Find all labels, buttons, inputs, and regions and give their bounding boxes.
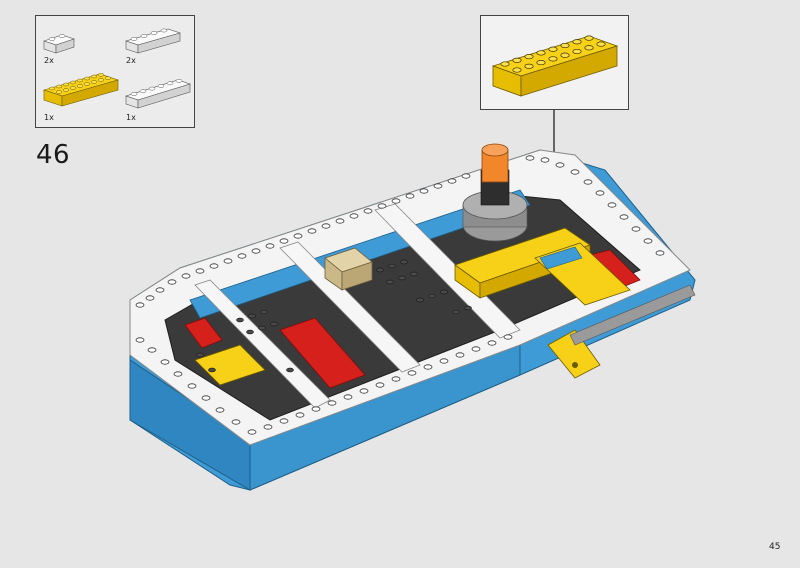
white-brick-1x2-icon	[43, 34, 75, 54]
floor-studs	[196, 259, 472, 373]
yellow-lever	[547, 329, 601, 379]
yellow-brick-callout-icon	[491, 35, 619, 97]
red-brick	[184, 317, 223, 349]
callout-box	[480, 15, 629, 110]
red-brick	[279, 317, 366, 389]
parts-list-box: 2x 2x 1x	[35, 15, 195, 128]
white-brick-1x6-icon	[125, 78, 191, 109]
part-qty: 1x	[126, 113, 136, 122]
part-qty: 2x	[44, 56, 54, 65]
part-qty: 1x	[44, 113, 54, 122]
white-divider-1	[194, 279, 331, 409]
rim-studs	[135, 155, 665, 435]
part-qty: 2x	[126, 56, 136, 65]
yellow-brick-2x8-icon	[42, 73, 120, 107]
white-divider-2	[279, 241, 421, 373]
white-brick-1x4-icon	[124, 28, 182, 54]
yellow-brick	[194, 344, 266, 386]
page-number: 45	[769, 542, 781, 552]
white-divider-3	[374, 203, 521, 339]
step-number: 46	[36, 140, 71, 170]
